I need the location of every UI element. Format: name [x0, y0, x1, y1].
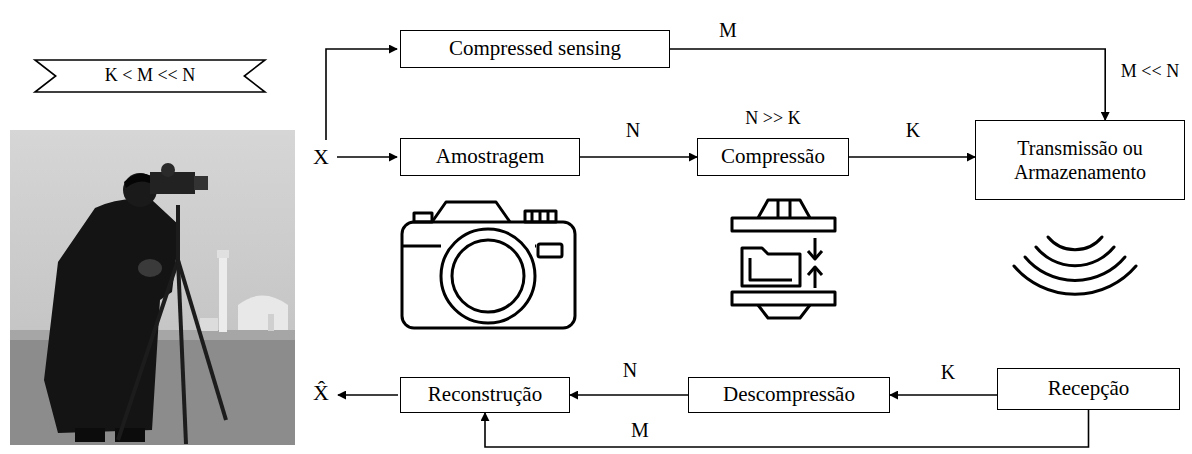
signal-waves-icon [1014, 237, 1136, 294]
edge-label: N [621, 358, 639, 382]
edge-label: M [717, 18, 739, 42]
process-box: Amostragem [400, 138, 580, 176]
box-text: Compressed sensing [449, 36, 621, 61]
process-box: Reconstrução [400, 377, 570, 413]
process-box: Recepção [997, 368, 1180, 410]
box-text: Recepção [1048, 376, 1130, 401]
edge-label: N [624, 118, 642, 142]
box-text: Compressão [721, 144, 825, 169]
edge-label: K [939, 360, 957, 384]
flow-arrow [670, 49, 1105, 120]
flow-arrow [485, 410, 1089, 447]
compression-icon [732, 200, 835, 318]
flow-arrow [890, 394, 997, 396]
process-box: Descompressão [688, 377, 890, 413]
process-box: Compressed sensing [400, 30, 670, 68]
edge-label: M [629, 418, 651, 442]
ratio-banner: K < M << N [35, 60, 265, 92]
camera-icon [402, 202, 575, 328]
flow-arrow [570, 394, 688, 396]
signal-name: X [311, 144, 331, 170]
box-text: Descompressão [723, 382, 855, 407]
box-text: K < M << N [105, 65, 195, 87]
edge-label: K [904, 118, 922, 142]
output-arrow [338, 394, 398, 396]
flow-arrow [849, 156, 975, 158]
ratio-note: M << N [1119, 61, 1181, 83]
box-text: Reconstrução [428, 382, 542, 407]
box-text: Transmissão ou Armazenamento [988, 136, 1172, 184]
ratio-note: N >> K [743, 108, 802, 130]
input-split-arrow [326, 49, 397, 157]
signal-name: X̂ [311, 380, 331, 406]
process-box: Transmissão ou Armazenamento [975, 120, 1185, 200]
cameraman-photo [10, 130, 295, 445]
process-box: Compressão [697, 138, 849, 176]
box-text: Amostragem [436, 144, 544, 169]
flow-arrow [580, 156, 697, 158]
